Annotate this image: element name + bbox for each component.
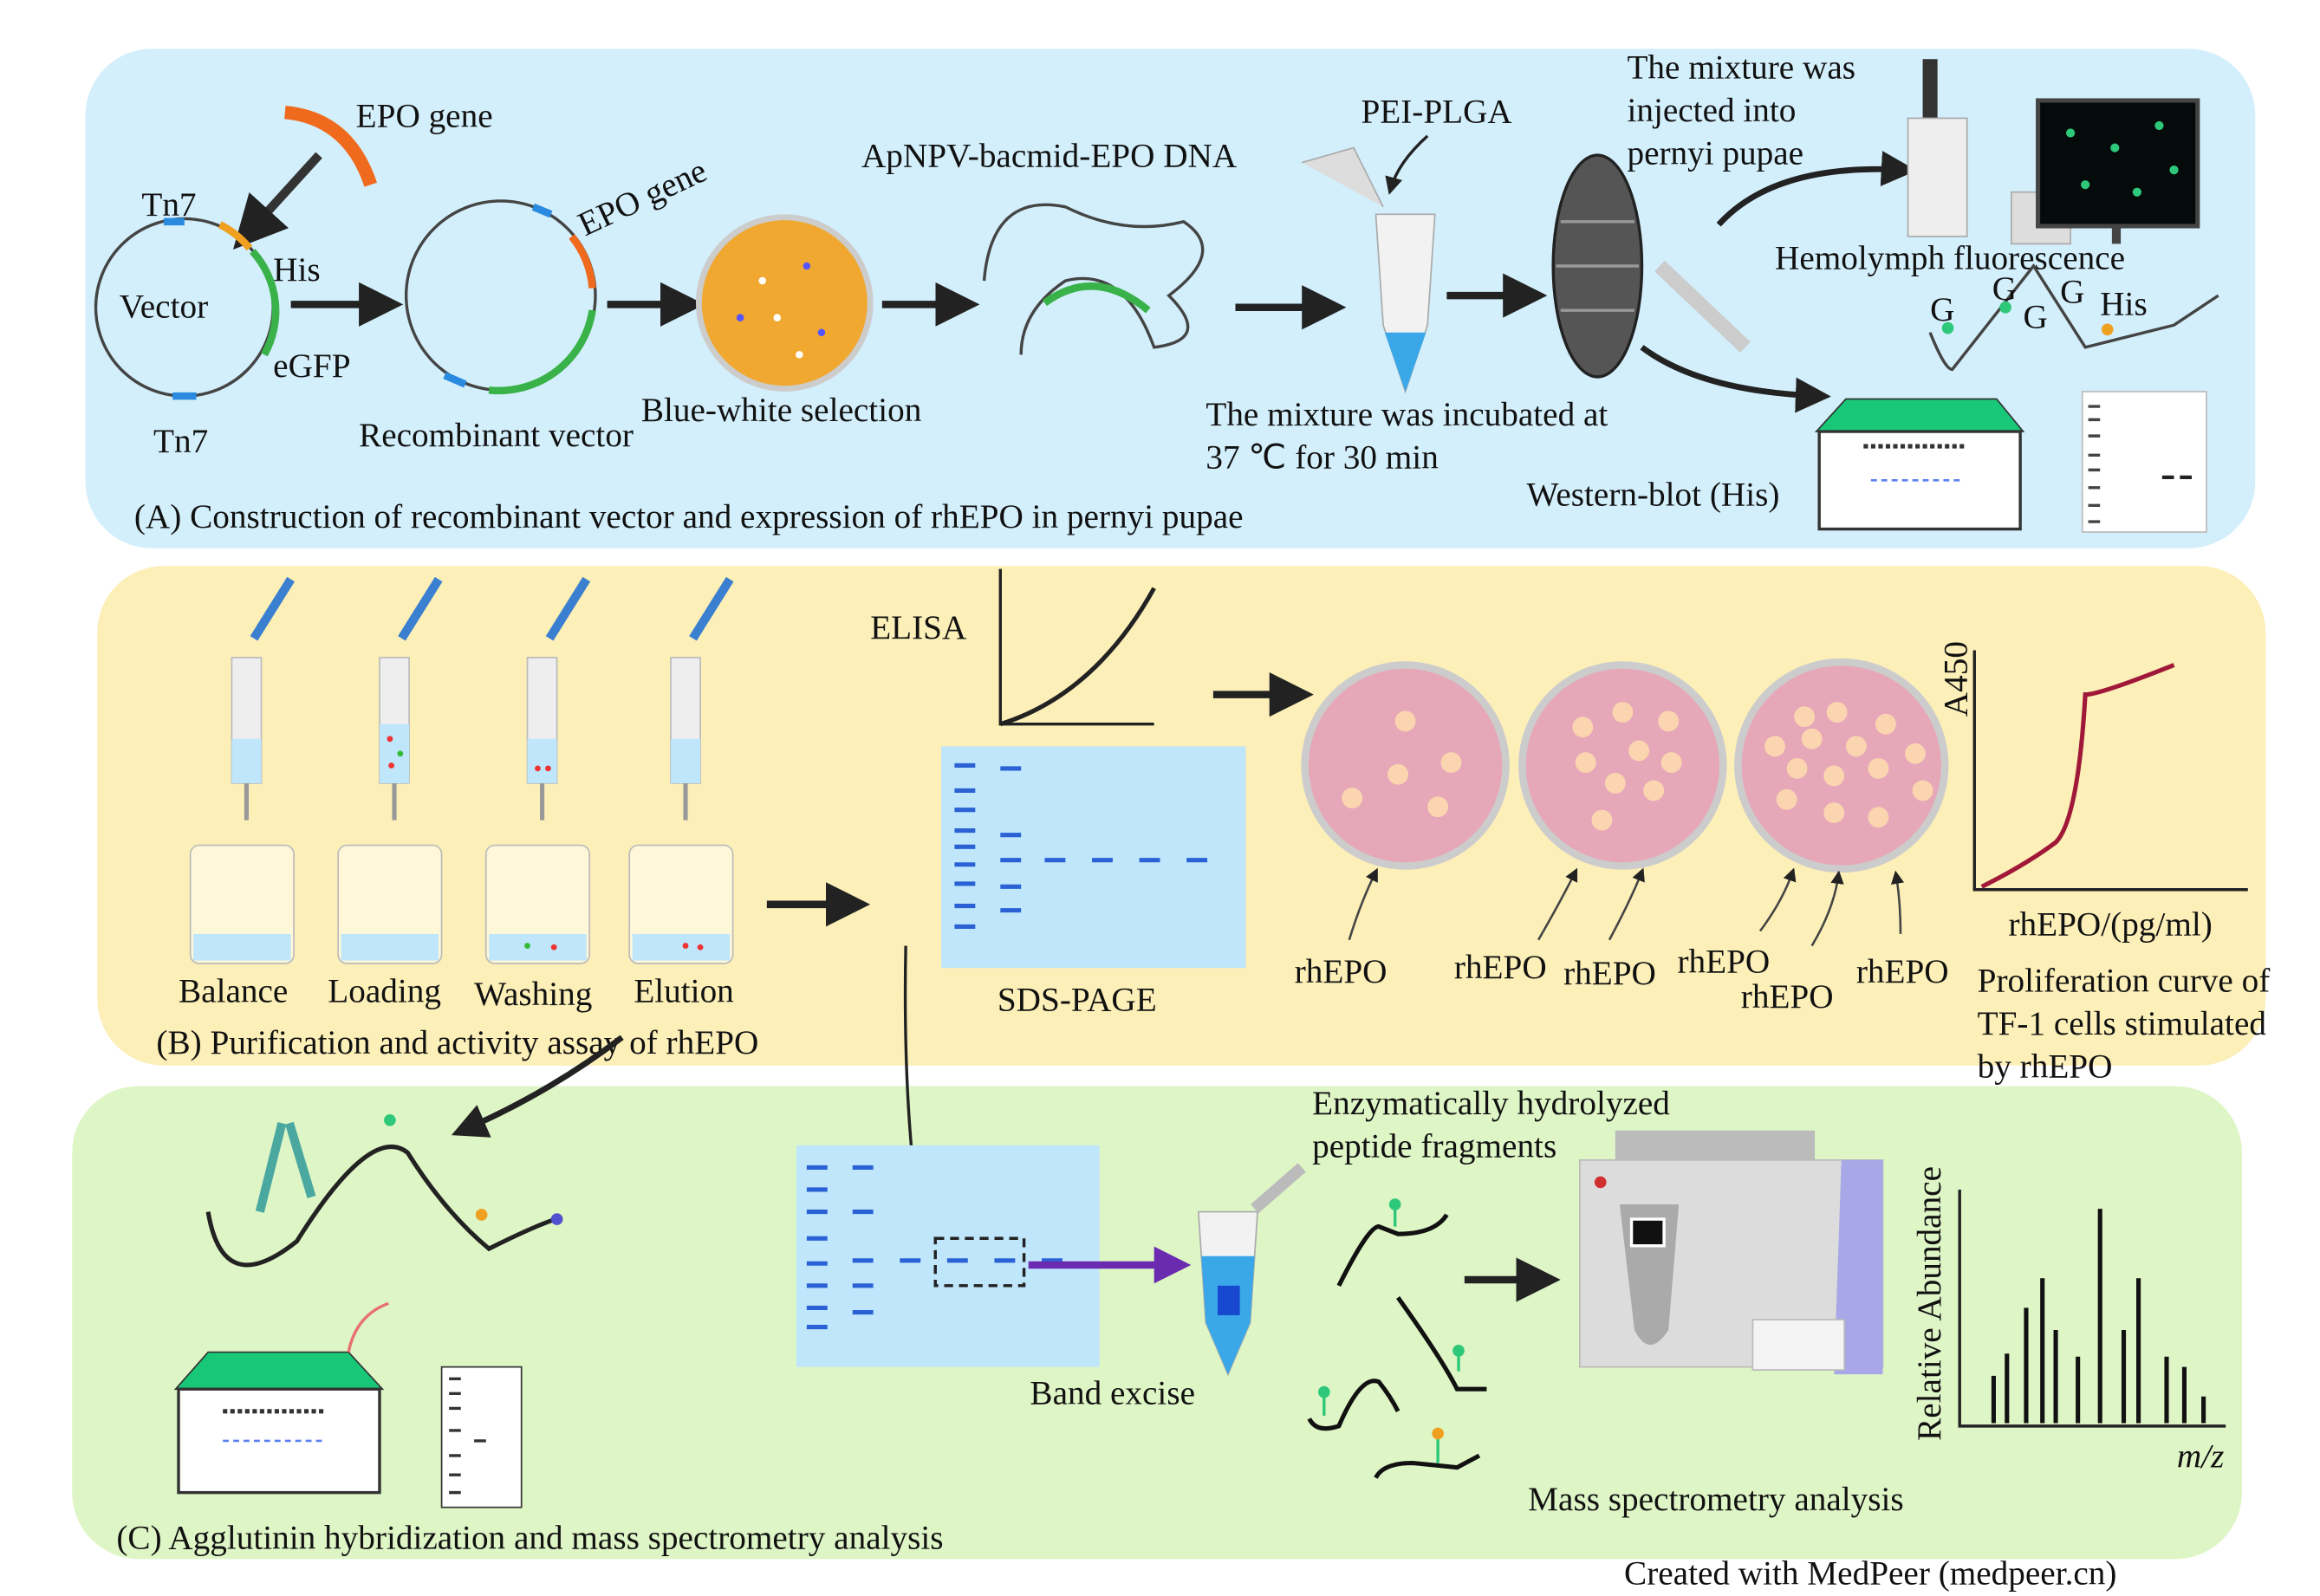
agglutinin-binding-icon [205,1113,563,1268]
bacmid-label: ApNPV-bacmid-EPO DNA [861,138,1238,175]
glycan-label: G [1992,270,2017,308]
tn7-top-label: Tn7 [141,186,196,224]
panel-b: Balance Loading Washing Elution (B) Puri… [97,566,2271,1085]
ms-analysis-label: Mass spectrometry analysis [1528,1481,1904,1518]
vector-label: Vector [120,289,208,326]
band-excise-label: Band excise [1030,1374,1195,1411]
sds-page-gel-icon [941,746,1246,969]
step-label-balance: Balance [179,972,288,1009]
cell-plate-3-icon [1734,658,1949,873]
curve-caption-line1: Proliferation curve of [1978,962,2271,999]
recombinant-vector-icon [404,199,597,395]
rhepo-label: rhEPO [1741,978,1834,1015]
panel-c: (C) Agglutinin hybridization and mass sp… [72,945,2242,1560]
microtube-icon [1301,146,1436,394]
vector-plasmid-icon [94,217,280,400]
pointer-arrows [1348,867,1905,947]
pei-plga-label: PEI-PLGA [1361,94,1512,131]
lectin-blot-membrane-icon [440,1366,523,1508]
epo-gene-label: EPO gene [356,98,493,135]
step-label-elution: Elution [634,972,734,1009]
purification-columns [189,576,734,964]
column-step-loading [337,576,443,964]
credit-text: Created with MedPeer (medpeer.cn) [1624,1554,2116,1592]
arrow-icon [451,1035,624,1138]
ms-ylabel: Relative Abundance [1911,1166,1948,1441]
glycoprotein-chain-icon [1928,263,2219,372]
bacmid-dna-icon [982,203,1205,355]
incubated-line2: 37 ℃ for 30 min [1205,439,1439,477]
arrow-icon [232,152,322,250]
syringe-icon [1654,260,1751,353]
his-tag-label: His [2100,285,2147,322]
injected-line2: injected into [1627,92,1796,129]
panel-b-caption: (B) Purification and activity assay of r… [156,1024,758,1061]
egfp-label: eGFP [273,347,350,385]
rhepo-label: rhEPO [1856,953,1949,990]
western-blot-label: Western-blot (His) [1526,476,1779,513]
mass-spectrum-chart [1958,1189,2226,1428]
rhepo-label: rhEPO [1295,953,1387,990]
rhepo-label: rhEPO [1454,949,1547,986]
column-step-washing [484,576,591,964]
fluorescence-monitor-icon [2036,98,2200,244]
peptide-fragments-icon [1307,1205,1487,1479]
epo-gene-fragment-icon [283,105,378,187]
panel-a-caption: (A) Construction of recombinant vector a… [134,498,1244,535]
electrophoresis-tank-icon [1814,398,2025,531]
step-label-washing: Washing [474,976,592,1013]
enzymatic-line2: peptide fragments [1312,1127,1556,1165]
column-step-elution [628,576,734,964]
blue-white-label: Blue-white selection [641,392,922,429]
curve-caption-line2: TF-1 cells stimulated [1978,1005,2267,1042]
arrow-icon [1716,151,1917,227]
curve-caption-line3: by rhEPO [1978,1048,2113,1085]
injected-line1: The mixture was [1627,49,1855,86]
arrow-icon [1640,345,1831,413]
electrophoresis-tank-icon [173,1301,389,1495]
enzymatic-line1: Enzymatically hydrolyzed [1312,1085,1670,1122]
proliferation-curve-icon [1972,650,2248,892]
mass-spectrometer-icon [1579,1130,1884,1375]
cell-plate-2-icon [1518,661,1727,870]
western-blot-membrane-icon [2081,391,2207,533]
elisa-curve-icon [998,568,1156,727]
injected-line3: pernyi pupae [1627,134,1803,172]
tn7-bottom-label: Tn7 [153,423,208,460]
column-step-balance [189,576,295,964]
curve-xlabel: rhEPO/(pg/ml) [2008,906,2212,944]
recombinant-vector-label: Recombinant vector [359,417,634,454]
glycan-label: G [2060,274,2084,311]
elisa-label: ELISA [870,609,967,646]
curve-ylabel: A450 [1938,641,1975,717]
glycan-label: G [2024,299,2048,336]
rhepo-label: rhEPO [1563,955,1656,992]
ms-xlabel: m/z [2177,1438,2224,1476]
hemolymph-label: Hemolymph fluorescence [1775,239,2125,276]
petri-dish-icon [695,214,874,392]
his-label: His [273,251,320,289]
band-gel-icon [796,1145,1100,1367]
incubated-line1: The mixture was incubated at [1205,396,1608,433]
step-label-loading: Loading [328,972,441,1009]
cell-plate-1-icon [1301,661,1510,870]
sds-page-label: SDS-PAGE [998,982,1157,1019]
microtube-icon [1197,1163,1306,1377]
rhepo-label: rhEPO [1677,943,1770,980]
panel-a: EPO gene Tn7 Vector His eGFP Tn7 EPO gen… [85,49,2256,548]
panel-c-caption: (C) Agglutinin hybridization and mass sp… [116,1519,943,1556]
glycan-label: G [1930,291,1954,328]
